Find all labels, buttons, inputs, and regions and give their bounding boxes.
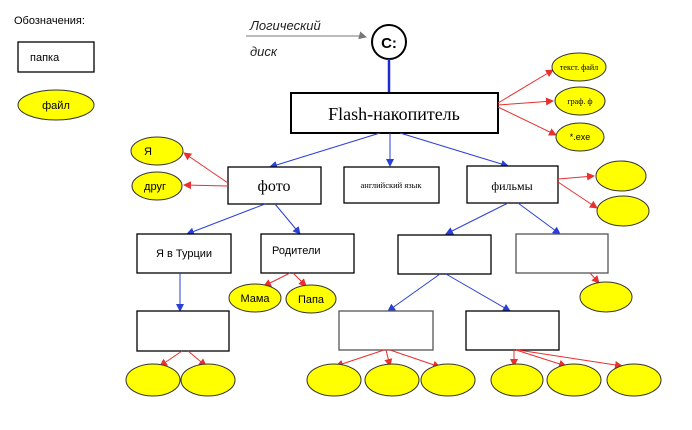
films-sub-2-file <box>579 281 633 313</box>
photo-file-drug-label: друг <box>144 181 166 193</box>
films-sub-a-to-file-3-link <box>389 349 441 369</box>
root-to-films-link <box>399 132 509 168</box>
root-folder-box <box>290 92 499 134</box>
photo-to-parents-link <box>274 203 301 235</box>
films-sub-a-to-file-2-link <box>384 349 393 367</box>
films-sub-2-to-file-link <box>589 272 600 284</box>
films-sub-b-to-file-3-link <box>517 349 623 369</box>
films-sub-1-to-sub-a-link <box>387 273 441 312</box>
folder-films-label: фильмы <box>491 179 532 193</box>
root-to-photo-link <box>269 132 381 169</box>
logical-disk: Логический диск C: <box>246 18 407 93</box>
folder-parents <box>260 233 355 274</box>
turkey-sub-to-file-1-link <box>159 350 183 367</box>
legend-file-ellipse <box>17 89 95 121</box>
films-to-sub-1-link <box>445 202 509 235</box>
root-to-file-3-link <box>497 106 557 136</box>
folder-english <box>343 166 440 204</box>
films-sub-b-file-3 <box>606 363 662 397</box>
folder-films <box>466 165 559 204</box>
folder-turkey-label: Я в Турции <box>156 248 212 260</box>
turkey-sub-to-file-2-link <box>187 350 207 367</box>
folder-films-sub-a <box>338 310 434 351</box>
folder-english-label: английский язык <box>361 180 423 190</box>
parents-file-papa <box>285 284 337 314</box>
root-file-2 <box>554 86 606 116</box>
films-sub-a-to-file-1-link <box>335 349 385 368</box>
films-to-file-1-link <box>557 172 595 181</box>
legend-folder-label: папка <box>30 52 60 64</box>
films-file-1 <box>595 160 647 192</box>
photo-to-file-ya-link <box>183 152 229 184</box>
root-folder-label: Flash-накопитель <box>328 104 460 124</box>
films-sub-a-file-2 <box>364 363 420 397</box>
parents-file-mama-label: Мама <box>240 293 270 305</box>
root-file-3-label: *.exe <box>570 132 591 142</box>
parents-to-mama-link <box>263 272 291 287</box>
root-file-2-label: граф. ф <box>567 97 592 106</box>
films-sub-b-file-1 <box>490 363 544 397</box>
folder-photo <box>227 166 322 205</box>
photo-file-ya <box>130 136 184 166</box>
folder-turkey <box>136 233 232 274</box>
disk-caption-pointer <box>358 31 367 40</box>
legend-title: Обозначения: <box>14 15 85 27</box>
parents-file-papa-label: Папа <box>298 294 325 306</box>
legend-file-label: файл <box>42 100 70 112</box>
root-file-1 <box>551 52 607 82</box>
turkey-sub-file-2 <box>180 363 236 397</box>
folder-turkey-sub <box>136 310 230 352</box>
films-file-2 <box>596 195 650 227</box>
disk-caption-line2: диск <box>250 44 278 59</box>
photo-to-turkey-link <box>186 203 266 236</box>
folder-photo-label: фото <box>258 178 291 195</box>
films-sub-b-to-file-2-link <box>515 349 567 368</box>
films-sub-a-file-1 <box>306 363 362 397</box>
disk-letter: C: <box>381 35 397 52</box>
films-to-sub-2-link <box>517 202 561 235</box>
root-to-file-1-link <box>497 69 554 104</box>
films-sub-a-file-3 <box>420 363 476 397</box>
films-sub-1-to-sub-b-link <box>445 273 511 312</box>
films-to-file-2-link <box>557 181 598 209</box>
turkey-sub-file-1 <box>125 363 181 397</box>
legend: Обозначения: папка файл <box>14 15 95 121</box>
photo-to-file-drug-link <box>183 181 229 190</box>
photo-file-ya-label: Я <box>144 146 152 158</box>
folder-films-sub-2 <box>515 233 609 274</box>
disk-caption-line1: Логический <box>249 18 321 33</box>
folder-films-sub-b <box>465 310 560 351</box>
legend-folder-box <box>17 41 95 73</box>
root-file-3 <box>555 122 605 152</box>
root-to-file-2-link <box>497 97 554 106</box>
photo-file-drug <box>131 171 183 201</box>
folder-parents-label: Родители <box>272 245 321 257</box>
films-sub-b-file-2 <box>546 363 602 397</box>
parents-file-mama <box>228 283 282 313</box>
parents-to-papa-link <box>292 272 307 287</box>
root-file-1-label: текст. файл <box>560 63 598 72</box>
folder-films-sub-1 <box>397 234 492 275</box>
